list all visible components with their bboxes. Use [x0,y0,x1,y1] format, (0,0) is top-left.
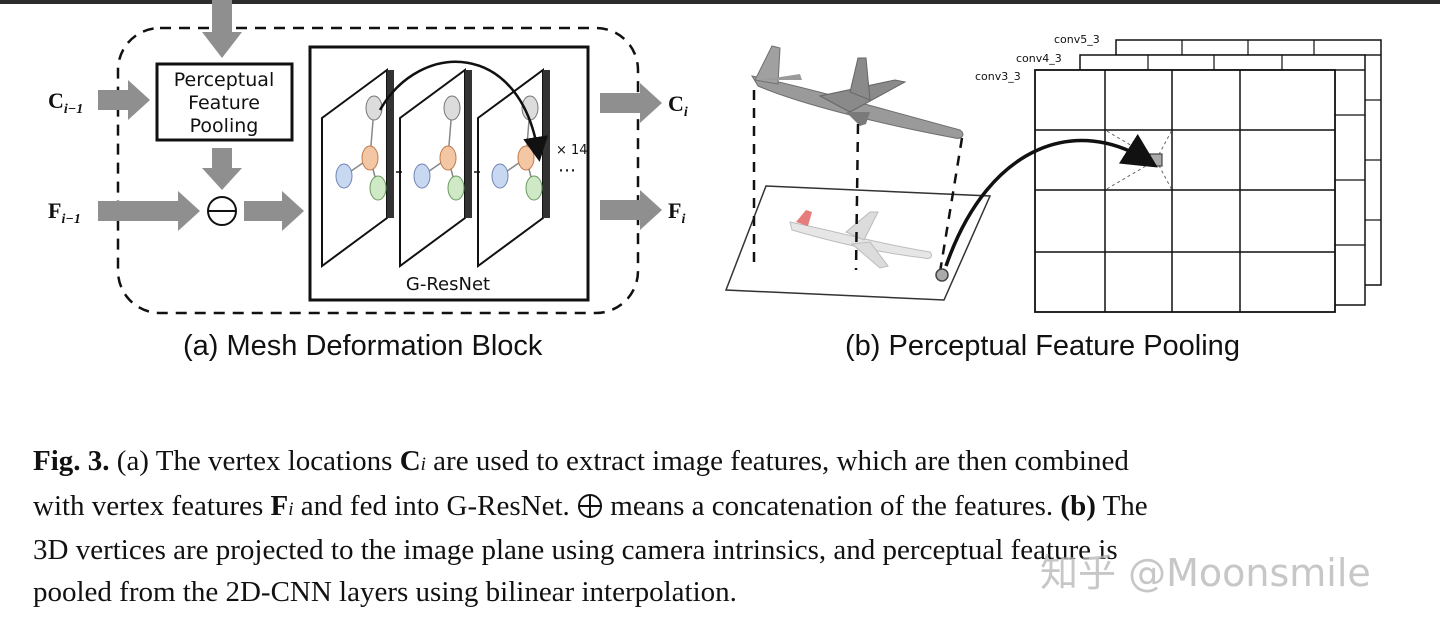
input-feats-arrow [98,191,200,231]
input-feats-label: Fi−1 [48,198,81,227]
graph-conv-layer-1 [321,68,394,268]
mesh-deformation-block: Perceptual Feature Pooling Ci−1 Fi−1 G-R… [48,0,688,315]
caption-line-4: pooled from the 2D-CNN layers using bili… [33,575,737,608]
watermark: 知乎 @Moonsmile [1040,551,1371,595]
layer-label-conv3: conv3_3 [975,70,1021,83]
perceptual-feature-pooling-diagram: conv5_3 conv4_3 conv3_3 [724,33,1382,313]
pooling-label-3: Pooling [190,115,259,137]
bilinear-interpolation-lines [1104,129,1173,191]
caption-symbol-f: Fi [270,489,294,522]
caption-symbol-c: Ci [399,445,426,477]
subcaption-b: (b) Perceptual Feature Pooling [845,330,1240,362]
output-feats-label: Fi [668,198,685,227]
pooled-feature-point [1149,153,1163,167]
ellipsis: ⋯ [558,160,576,181]
layer-label-conv4: conv4_3 [1016,52,1062,65]
output-coords-label: Ci [668,91,688,120]
subcaption-a: (a) Mesh Deformation Block [183,330,543,362]
output-coords-arrow [600,83,662,123]
output-feats-arrow [600,190,662,230]
projected-point [935,268,949,282]
pooling-label-2: Feature [188,92,260,114]
caption-line-3: 3D vertices are projected to the image p… [33,534,1118,566]
pooling-box [155,62,294,142]
figure-label: Fig. 3. [33,445,110,477]
concat-symbol [207,196,237,226]
top-border [0,0,1440,4]
caption-line-2: with vertex features Fi and fed into G-R… [33,489,1148,522]
feature-map-conv3 [1034,69,1336,313]
gresnet-label: G-ResNet [406,274,490,295]
figure-canvas: Perceptual Feature Pooling Ci−1 Fi−1 G-R… [48,0,1382,315]
airplane-2d-image [789,210,933,269]
skip-connection-arc [378,60,548,162]
airplane-3d-mesh [750,45,964,139]
figure-caption: Fig. 3. (a) The vertex locations Ci are … [33,441,1403,613]
repeat-label: × 14 [556,143,588,158]
pooling-label-1: Perceptual [174,69,274,91]
projection-line-2 [854,123,860,271]
input-coords-arrow [98,80,150,120]
concat-symbol-inline [578,493,603,518]
layer-label-conv5: conv5_3 [1054,33,1100,46]
pooling-down-arrow [202,148,242,190]
block-boundary [116,26,640,315]
caption-line-1: Fig. 3. (a) The vertex locations Ci are … [33,445,1129,477]
concat-out-arrow [244,191,304,231]
graph-conv-layer-2 [399,68,472,268]
input-coords-label: Ci−1 [48,88,83,117]
projection-line-3 [938,137,964,273]
image-input-arrow [202,0,242,58]
projection-mapping-arc [944,133,1158,267]
